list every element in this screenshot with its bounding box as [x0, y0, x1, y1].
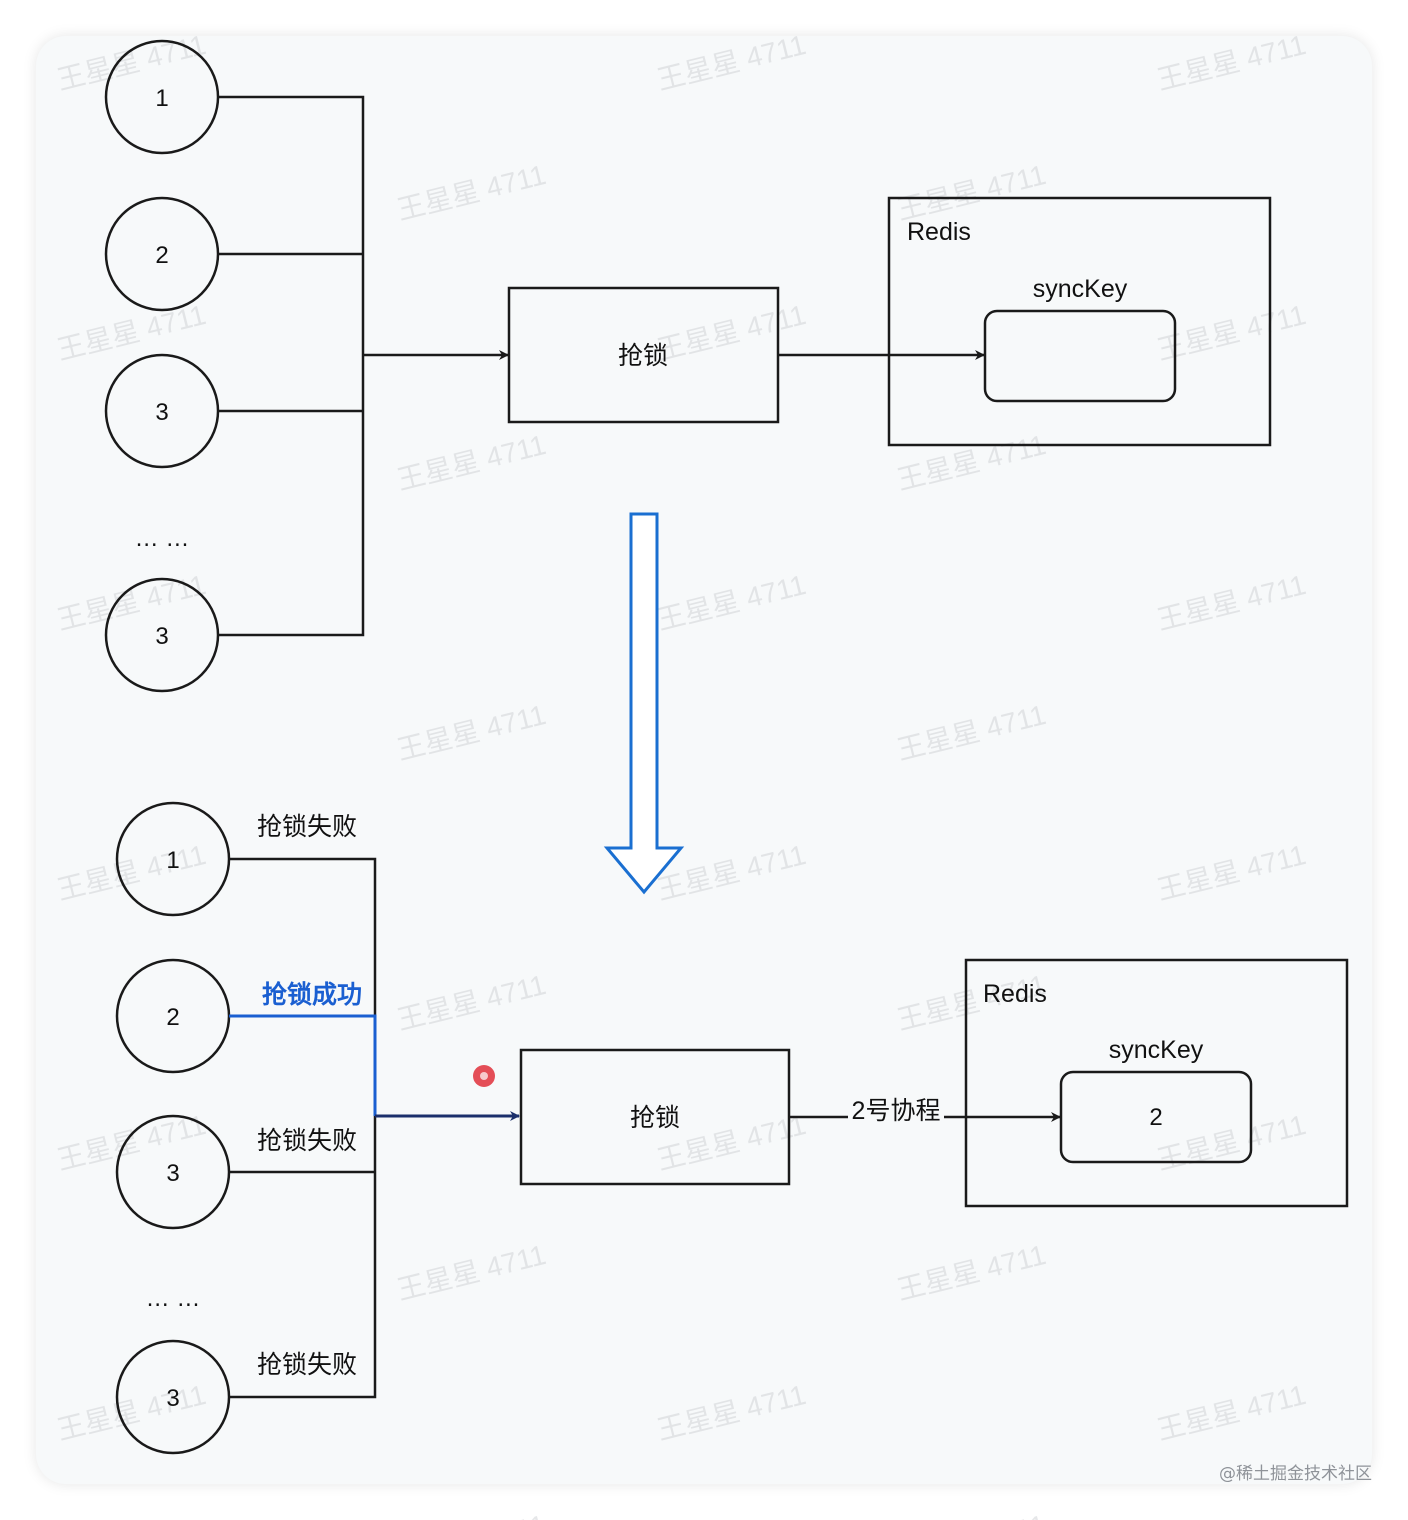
- transition-down-arrow: [603, 512, 685, 895]
- top-ellipsis: … …: [135, 525, 190, 552]
- bottom-connector-top: [229, 857, 377, 1016]
- edge-label-node-1: 抢锁失败: [257, 813, 357, 841]
- bottom-node-1-label: 1: [166, 847, 179, 874]
- watermark-text-23: 王星星 4711: [894, 1239, 1049, 1306]
- bottom-node-2-label: 2: [166, 1004, 179, 1031]
- bottom-redis-box: [964, 958, 1349, 1208]
- watermark-text-16: 王星星 4711: [394, 969, 549, 1036]
- bottom-node-3-label: 3: [166, 1160, 179, 1187]
- bottom-labels: 1 2 3 … … 3 抢锁失败 抢锁成功 抢锁失败 抢锁失败 抢锁 2号协程 …: [146, 813, 1204, 1412]
- top-labels: 1 2 3 … … 3 抢锁 Redis syncKey: [135, 85, 1128, 650]
- watermark-text-12: 王星星 4711: [654, 569, 809, 636]
- top-node-2-label: 2: [155, 242, 168, 269]
- top-synckey-box: [983, 309, 1177, 403]
- top-lock-label: 抢锁: [618, 342, 668, 370]
- watermark-text-10: 王星星 4711: [54, 569, 209, 636]
- watermark-text-6: 王星星 4711: [394, 429, 549, 496]
- bottom-redis-title: Redis: [983, 980, 1047, 1008]
- footer-credit: @稀土掘金技术社区: [1219, 1464, 1372, 1484]
- bottom-synckey-box: [1059, 1070, 1253, 1164]
- watermark-text-29: 王星星 4711: [1154, 1379, 1309, 1446]
- top-redis-title: Redis: [907, 218, 971, 246]
- top-connector: [218, 95, 365, 637]
- watermark-text-21: 王星星 4711: [394, 1239, 549, 1306]
- watermark-text-19: 王星星 4711: [1154, 839, 1309, 906]
- watermark-text-8: 王星星 4711: [894, 429, 1049, 496]
- watermark-text-2: 王星星 4711: [654, 29, 809, 96]
- bottom-arrow-label: 2号协程: [852, 1097, 941, 1125]
- bottom-connector-bottom: [229, 1116, 377, 1399]
- watermark-layer: 王星星 4711 王星星 4711 王星星 4711 王星星 4711 王星星 4711…: [54, 29, 1309, 1520]
- bottom-diagram: [115, 801, 1349, 1455]
- watermark-text-26: 王星星 4711: [394, 1509, 549, 1520]
- top-node-3-label: 3: [155, 399, 168, 426]
- watermark-text-11: 王星星 4711: [394, 699, 549, 766]
- watermark-text-0: 王星星 4711: [54, 29, 209, 96]
- watermark-text-5: 王星星 4711: [54, 299, 209, 366]
- bottom-ellipsis: … …: [146, 1285, 201, 1312]
- watermark-text-3: 王星星 4711: [894, 159, 1049, 226]
- watermark-text-27: 王星星 4711: [654, 1379, 809, 1446]
- bottom-synckey-label: syncKey: [1109, 1036, 1204, 1064]
- watermark-text-9: 王星星 4711: [1154, 299, 1309, 366]
- watermark-text-20: 王星星 4711: [54, 1109, 209, 1176]
- top-node-1-label: 1: [155, 85, 168, 112]
- watermark-text-4: 王星星 4711: [1154, 29, 1309, 96]
- watermark-text-13: 王星星 4711: [894, 699, 1049, 766]
- diagram-card: [36, 36, 1372, 1484]
- bottom-lock-label: 抢锁: [630, 1104, 680, 1132]
- bottom-synckey-value: 2: [1149, 1104, 1162, 1131]
- edge-label-node-2: 抢锁成功: [262, 980, 362, 1009]
- top-synckey-label: syncKey: [1033, 275, 1128, 303]
- top-diagram: [104, 39, 1272, 693]
- watermark-text-28: 王星星 4711: [894, 1509, 1049, 1520]
- watermark-text-14: 王星星 4711: [1154, 569, 1309, 636]
- bottom-node-4-label: 3: [166, 1385, 179, 1412]
- top-node-4-label: 3: [155, 623, 168, 650]
- watermark-text-24: 王星星 4711: [1154, 1109, 1309, 1176]
- edge-label-node-4: 抢锁失败: [257, 1351, 357, 1379]
- cursor-marker: [473, 1065, 495, 1087]
- success-path-line: [229, 1014, 377, 1116]
- watermark-text-1: 王星星 4711: [394, 159, 549, 226]
- edge-label-node-3: 抢锁失败: [257, 1127, 357, 1155]
- top-redis-box: [887, 196, 1272, 447]
- bottom-success-path: [229, 1014, 520, 1121]
